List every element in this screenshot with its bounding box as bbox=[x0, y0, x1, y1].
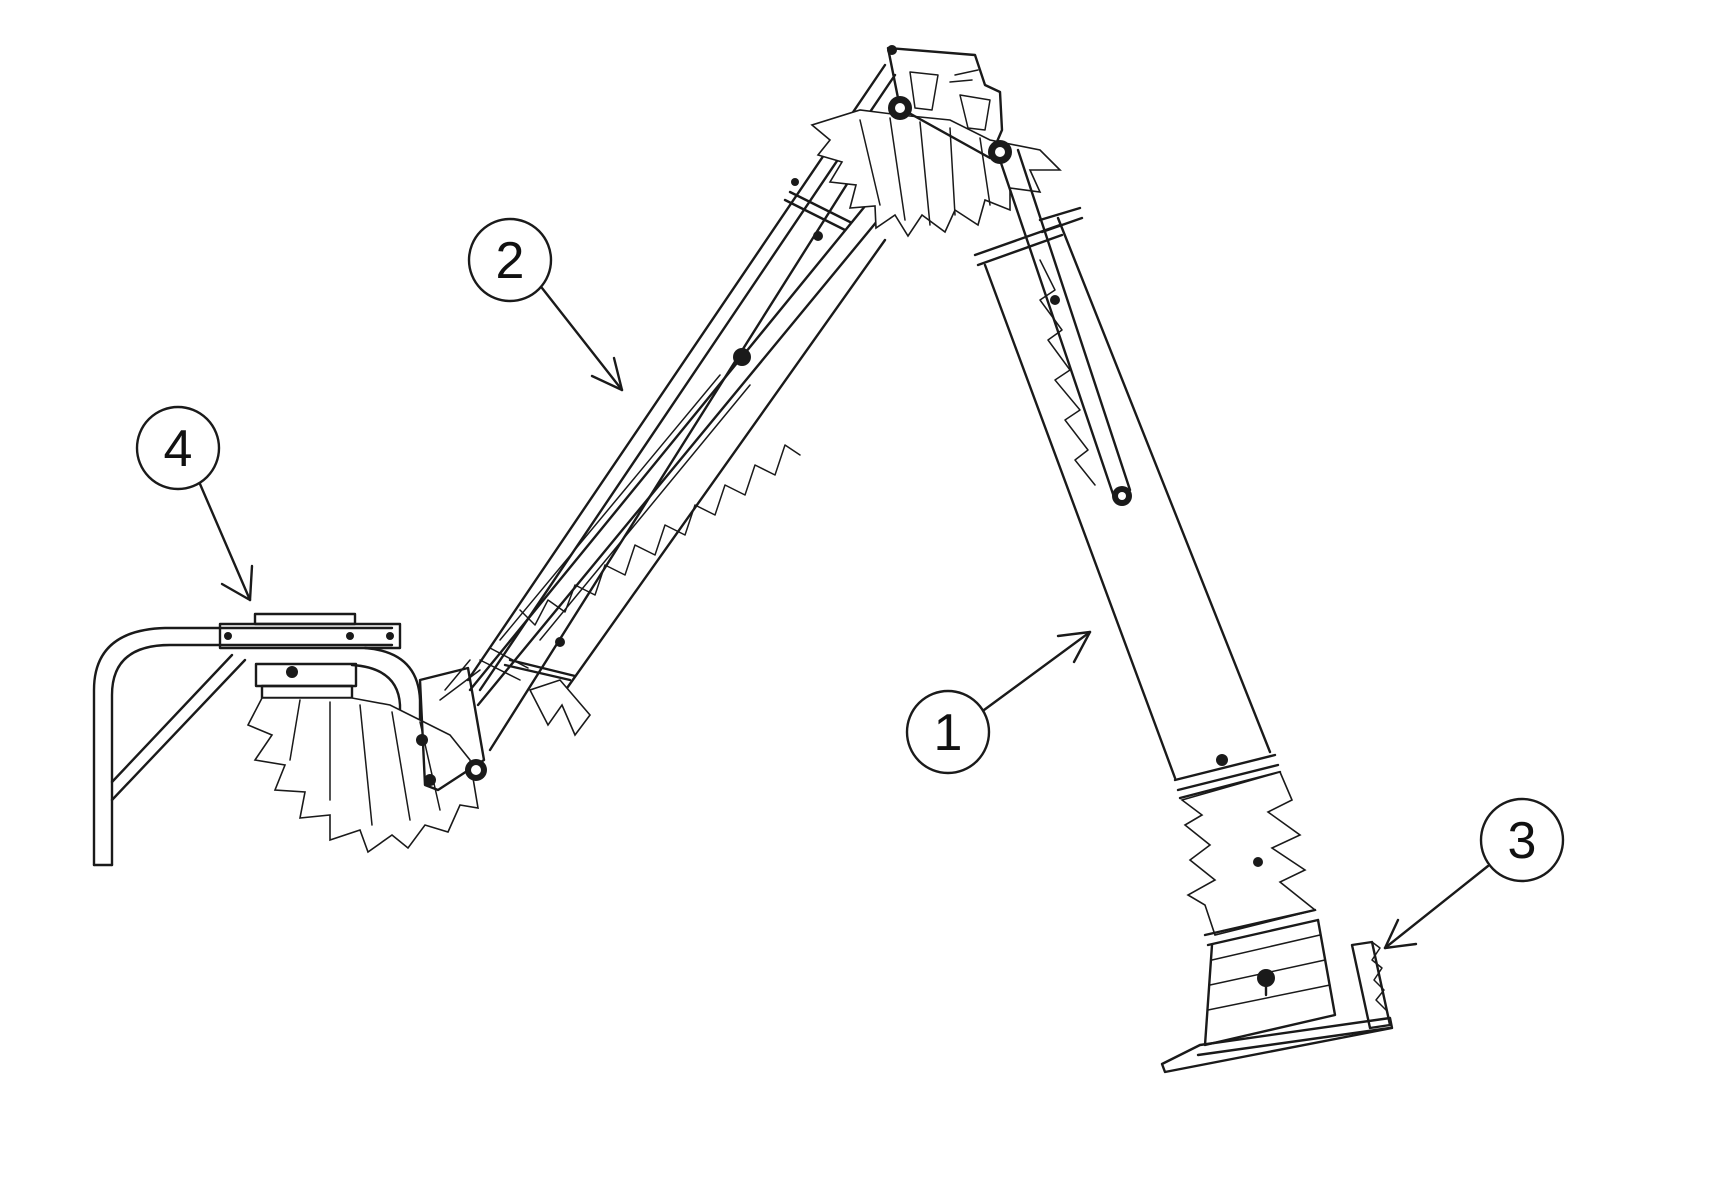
lower-bellows bbox=[246, 697, 479, 854]
callout-2-label: 2 bbox=[496, 232, 525, 290]
callout-3: 3 bbox=[1383, 797, 1565, 950]
callout-1-label: 1 bbox=[934, 704, 963, 762]
lower-arm bbox=[973, 148, 1282, 800]
upper-arm bbox=[466, 63, 902, 752]
callout-3-label: 3 bbox=[1508, 812, 1537, 870]
hood-handle bbox=[1350, 940, 1392, 1030]
hood-assembly bbox=[1160, 771, 1394, 1074]
callout-1: 1 bbox=[905, 630, 1092, 775]
callout-4-label: 4 bbox=[164, 420, 193, 478]
elbow-joint bbox=[886, 45, 1012, 164]
callout-4: 4 bbox=[135, 405, 254, 602]
callout-2: 2 bbox=[467, 217, 624, 392]
lower-joint bbox=[416, 659, 487, 792]
